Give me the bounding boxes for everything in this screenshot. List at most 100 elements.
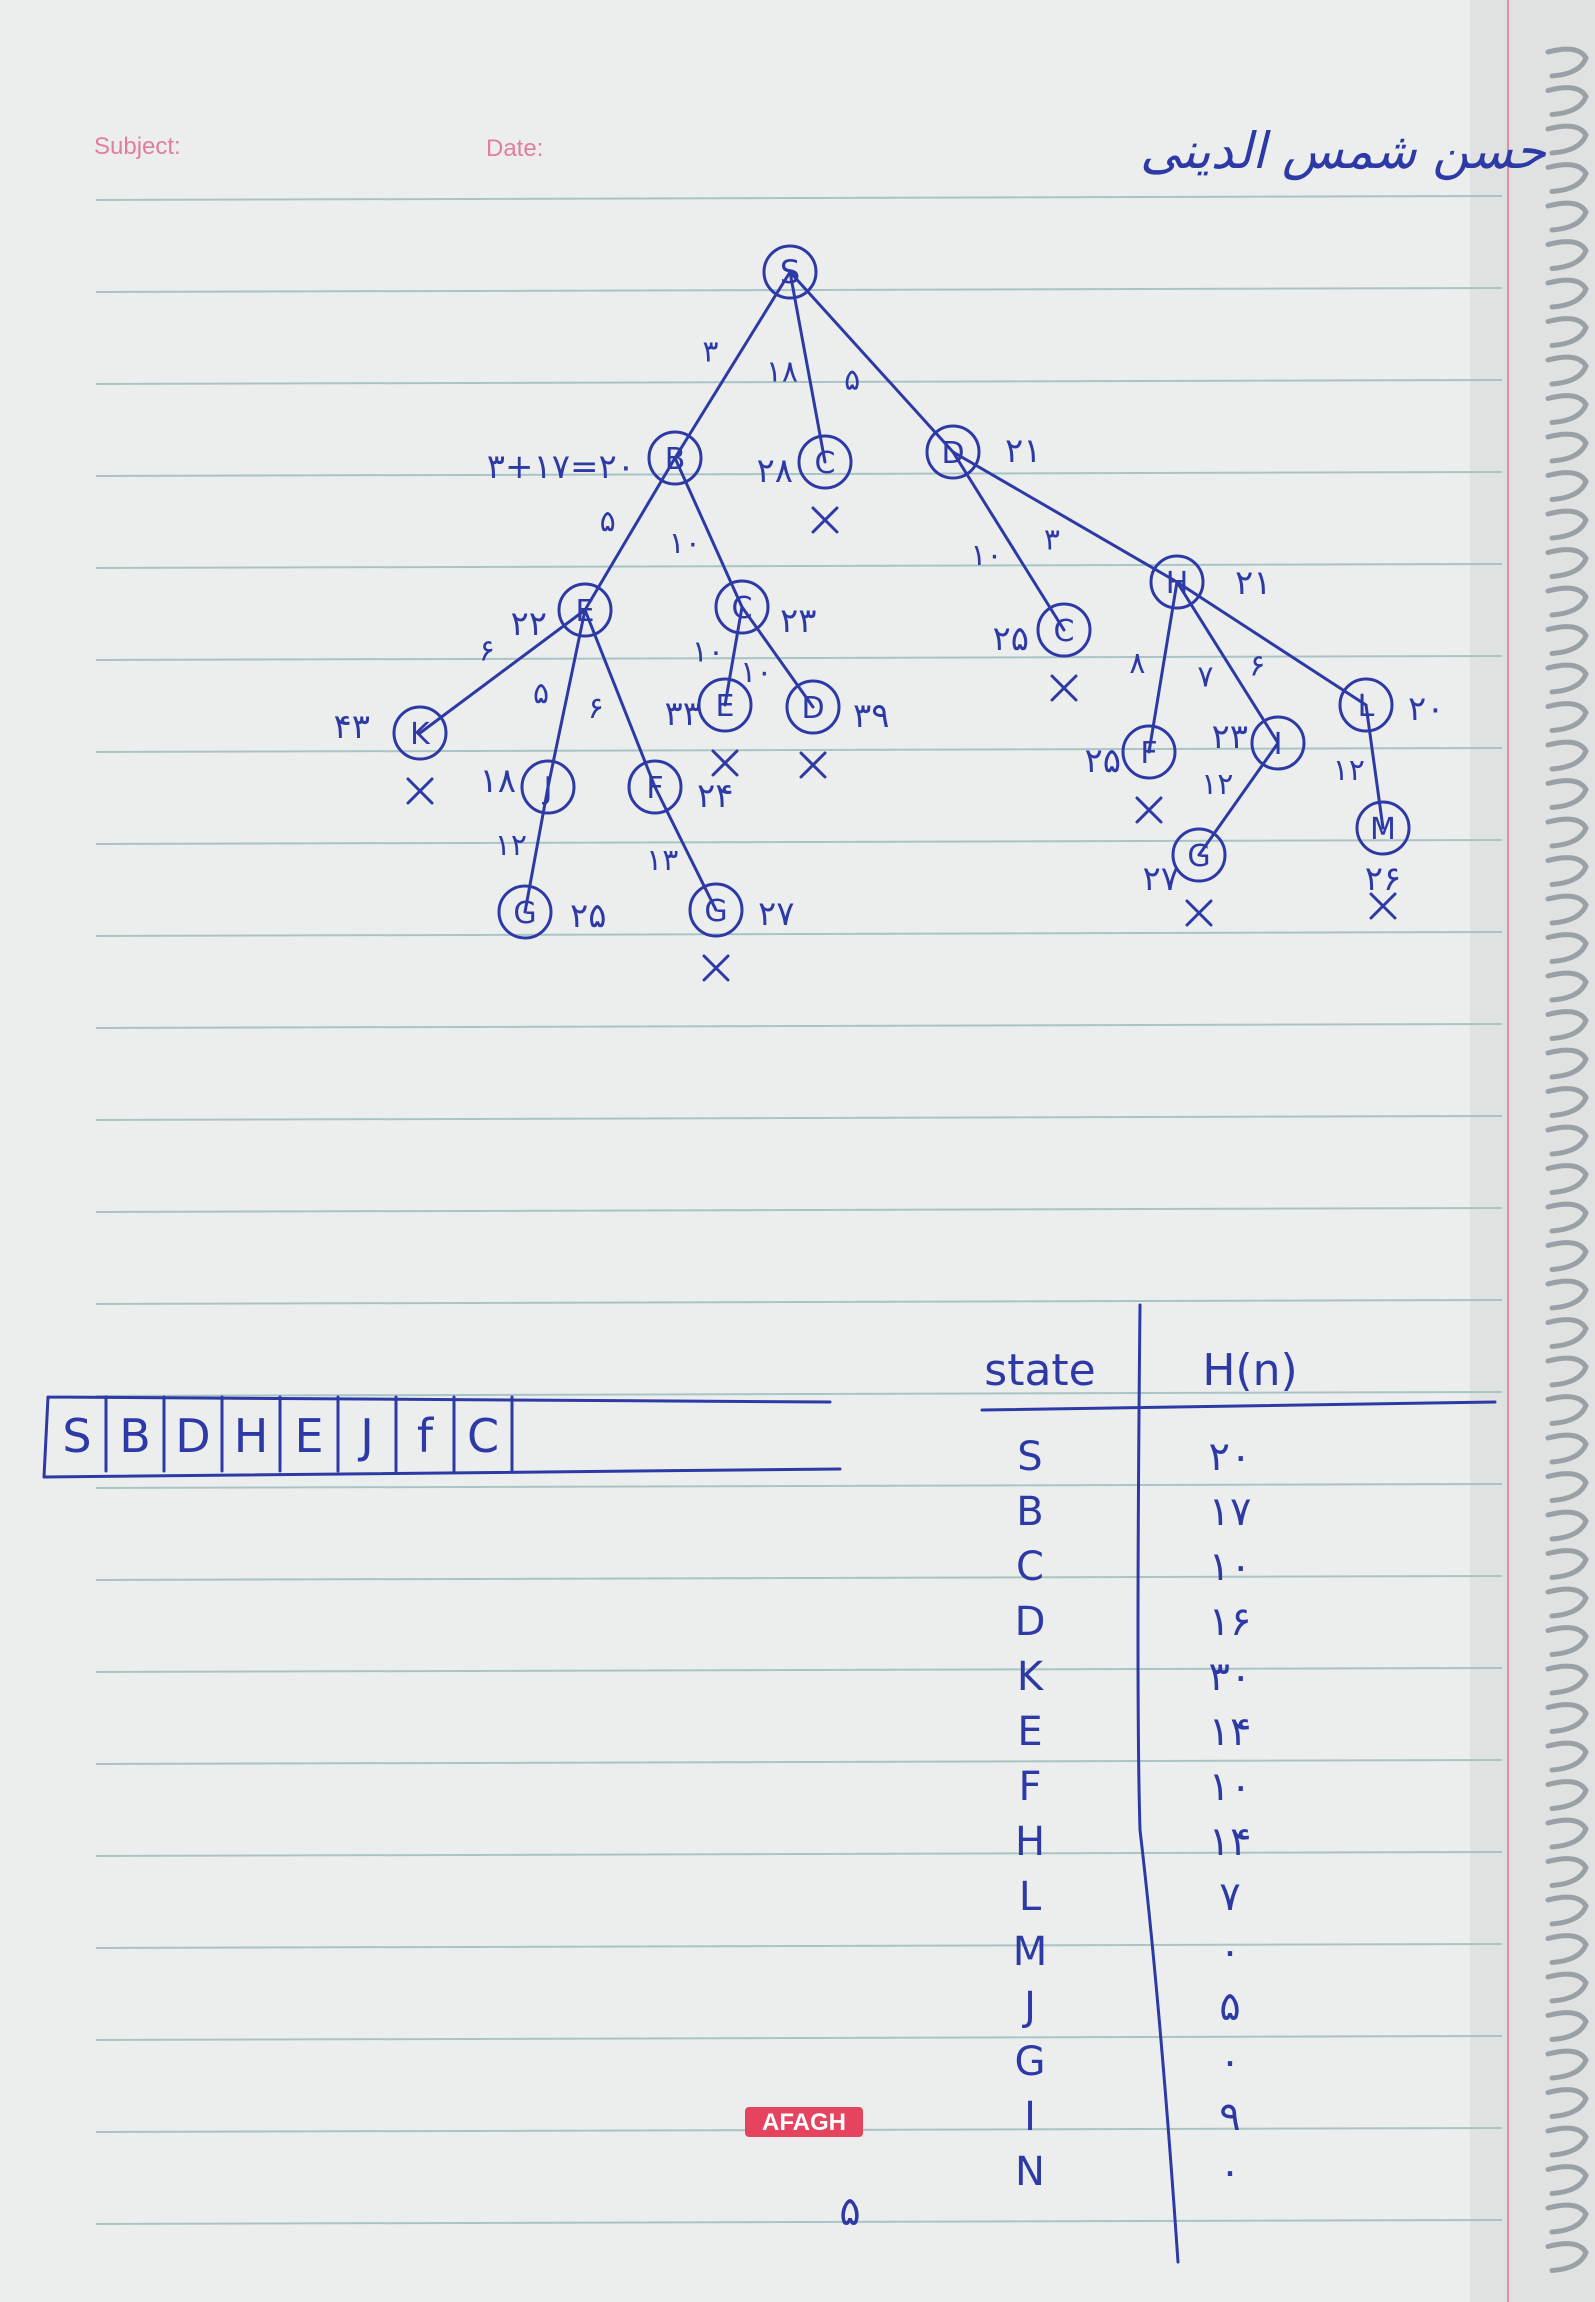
ruled-line (95, 379, 1503, 385)
queue-cell: H (234, 1409, 269, 1463)
spiral-coil (1545, 1509, 1589, 1542)
table-state-cell: L (1019, 1874, 1042, 1920)
tree-edge (951, 450, 1179, 584)
edge-cost: ۶ (1249, 648, 1265, 683)
table-state-cell: N (1015, 2149, 1045, 2195)
spiral-coil (1545, 893, 1589, 926)
ruled-line (95, 195, 1503, 201)
node-label: G (704, 894, 727, 929)
node-label: G (1187, 839, 1210, 874)
table-state-cell: S (1017, 1434, 1042, 1480)
table-h-cell: ۵ (1219, 1984, 1240, 2030)
tree-node-root (762, 244, 818, 300)
table-state-cell: E (1017, 1709, 1042, 1755)
spiral-coil (1545, 277, 1589, 310)
node-f-value: ۲۰ (1408, 689, 1445, 729)
node-label: H (1166, 566, 1189, 601)
table-state-cell: J (1021, 1984, 1036, 2030)
node-f-value: ۲۱ (1005, 431, 1042, 471)
edge-cost: ۱۰ (970, 538, 1002, 573)
tree-edge (1147, 580, 1179, 754)
edge-cost: ۱۰ (669, 526, 701, 561)
node-label: G (513, 896, 536, 931)
node-f-value: ۲۷ (758, 894, 795, 934)
pruned-mark (711, 749, 739, 777)
tree-edge (583, 608, 657, 789)
tree-edge (583, 456, 677, 612)
edge-cost: ۶ (588, 691, 604, 726)
spiral-coil (1545, 431, 1589, 464)
tree-node (627, 759, 683, 815)
spiral-coil (1545, 200, 1589, 233)
table-h-cell: ۳۰ (1209, 1654, 1252, 1700)
table-state-cell: F (1018, 1764, 1041, 1810)
edge-cost: ۵ (844, 362, 860, 397)
spiral-coil (1545, 2125, 1589, 2158)
pruned-mark (799, 751, 827, 779)
queue-cell: B (119, 1409, 151, 1463)
node-f-value: ۳۹ (853, 696, 890, 736)
table-h-cell: ۱۷ (1209, 1489, 1252, 1535)
tree-edge (788, 270, 955, 454)
spiral-coil (1545, 739, 1589, 772)
spiral-coil (1545, 393, 1589, 425)
column-header-hn: H(n) (1202, 1345, 1297, 1396)
tree-node (1121, 724, 1177, 780)
table-h-cell: ۱۴ (1209, 1819, 1252, 1865)
spiral-coil (1545, 816, 1589, 849)
spiral-coil (1545, 585, 1589, 618)
tree-node (697, 677, 753, 733)
spiral-coil (1545, 1856, 1589, 1888)
queue-cell: J (357, 1409, 374, 1463)
node-label: F (646, 771, 663, 806)
spiral-coil (1545, 46, 1589, 79)
tree-edge (418, 608, 587, 735)
afagh-logo: AFAGH (745, 2107, 863, 2137)
node-f-value: ۲۷ (1142, 859, 1179, 899)
spiral-coil (1545, 701, 1589, 733)
spiral-coil (1545, 1163, 1589, 1195)
queue-cell: E (294, 1409, 323, 1463)
ruled-line (95, 1575, 1503, 1581)
table-h-cell: ۰ (1219, 2039, 1240, 2085)
node-label: D (801, 691, 824, 726)
column-header-state: state (984, 1345, 1095, 1396)
node-label: B (665, 442, 686, 477)
ruled-line (95, 471, 1503, 477)
spiral-coil (1545, 1394, 1589, 1426)
tree-edge (1197, 741, 1280, 857)
spiral-coil (1545, 547, 1589, 579)
edge-cost: ۱۸ (766, 355, 798, 390)
tree-edge (1364, 703, 1385, 830)
spiral-coil (1545, 1663, 1589, 1696)
table-state-cell: I (1024, 2094, 1036, 2140)
author-name: حسن شمس الدینی (1140, 122, 1547, 181)
spiral-coil (1545, 1009, 1589, 1041)
tree-edge (723, 605, 744, 707)
spiral-coil (1545, 470, 1589, 502)
node-f-value: ۲۸ (756, 451, 793, 491)
ruled-line (95, 1483, 1503, 1489)
spiral-coil (1545, 1779, 1589, 1811)
tree-node (520, 759, 576, 815)
ruled-line (95, 1299, 1503, 1305)
spiral-coil (1545, 1894, 1589, 1927)
node-f-value: ۴۳ (333, 707, 370, 747)
spiral-coil (1545, 1471, 1589, 1503)
spiral-coil (1545, 1317, 1589, 1349)
table-h-cell: ۲۰ (1209, 1434, 1252, 1480)
spiral-coil (1545, 1971, 1589, 2004)
tree-edge (1175, 580, 1368, 707)
tree-edge (546, 608, 587, 789)
spiral-coil (1545, 855, 1589, 887)
page-number: ۵ (839, 2189, 860, 2235)
brand-text: AFAGH (762, 2109, 846, 2136)
tree-edge (788, 270, 827, 464)
table-header-rule (980, 1400, 1497, 1412)
node-label: L (1358, 689, 1375, 724)
table-state-cell: C (1016, 1544, 1044, 1590)
